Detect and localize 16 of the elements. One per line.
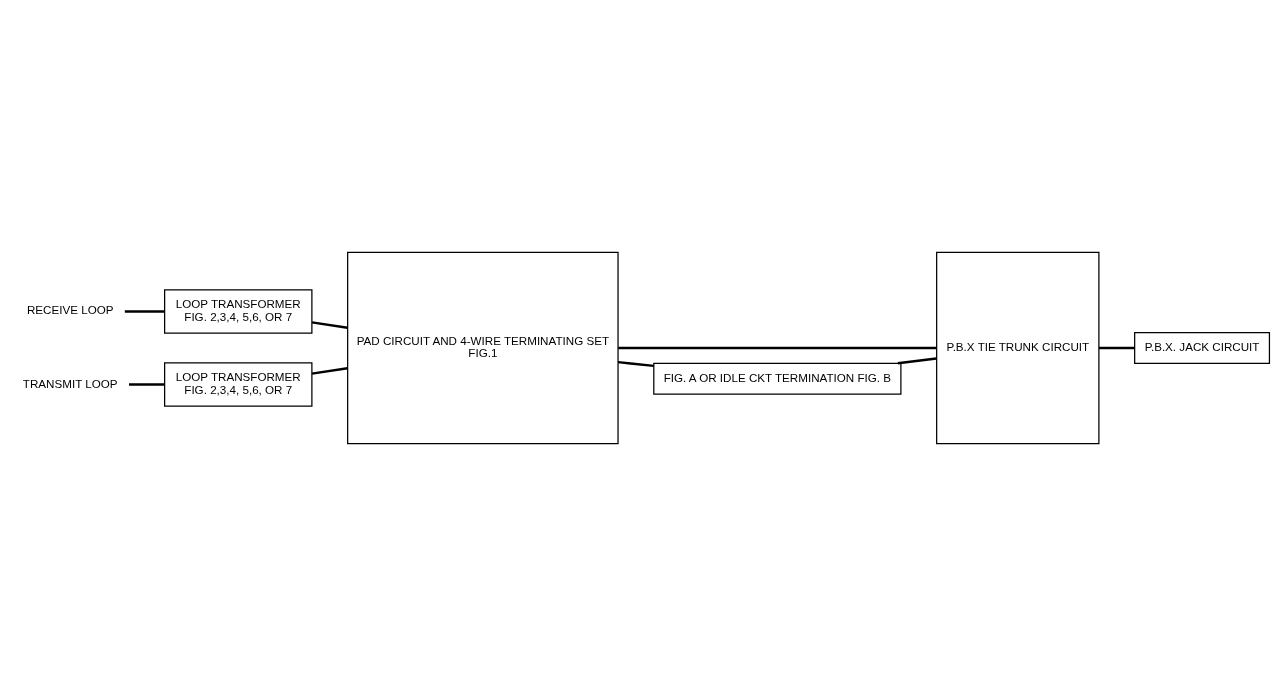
node-text: TRANSMIT LOOP — [22, 376, 118, 390]
node-box: P.B.X. JACK CIRCUIT — [1134, 331, 1271, 364]
connector — [311, 320, 348, 329]
connector — [1099, 346, 1135, 349]
node-box: PAD CIRCUIT AND 4-WIRE TERMINATING SET FIG.1 — [347, 251, 619, 444]
node-text: RECEIVE LOOP — [26, 302, 114, 316]
connector — [129, 382, 165, 386]
node-box: LOOP TRANSFORMER FIG. 2,3,4, 5,6, OR 7 — [164, 288, 313, 334]
connector — [897, 356, 937, 365]
node-box: FIG. A OR IDLE CKT TERMINATION FIG. B — [653, 362, 902, 395]
node-box: LOOP TRANSFORMER FIG. 2,3,4, 5,6, OR 7 — [164, 361, 313, 407]
connector — [124, 309, 165, 313]
connector — [618, 346, 937, 349]
connector — [311, 366, 348, 375]
node-box: P.B.X TIE TRUNK CIRCUIT — [936, 251, 1100, 444]
connector — [617, 360, 654, 367]
